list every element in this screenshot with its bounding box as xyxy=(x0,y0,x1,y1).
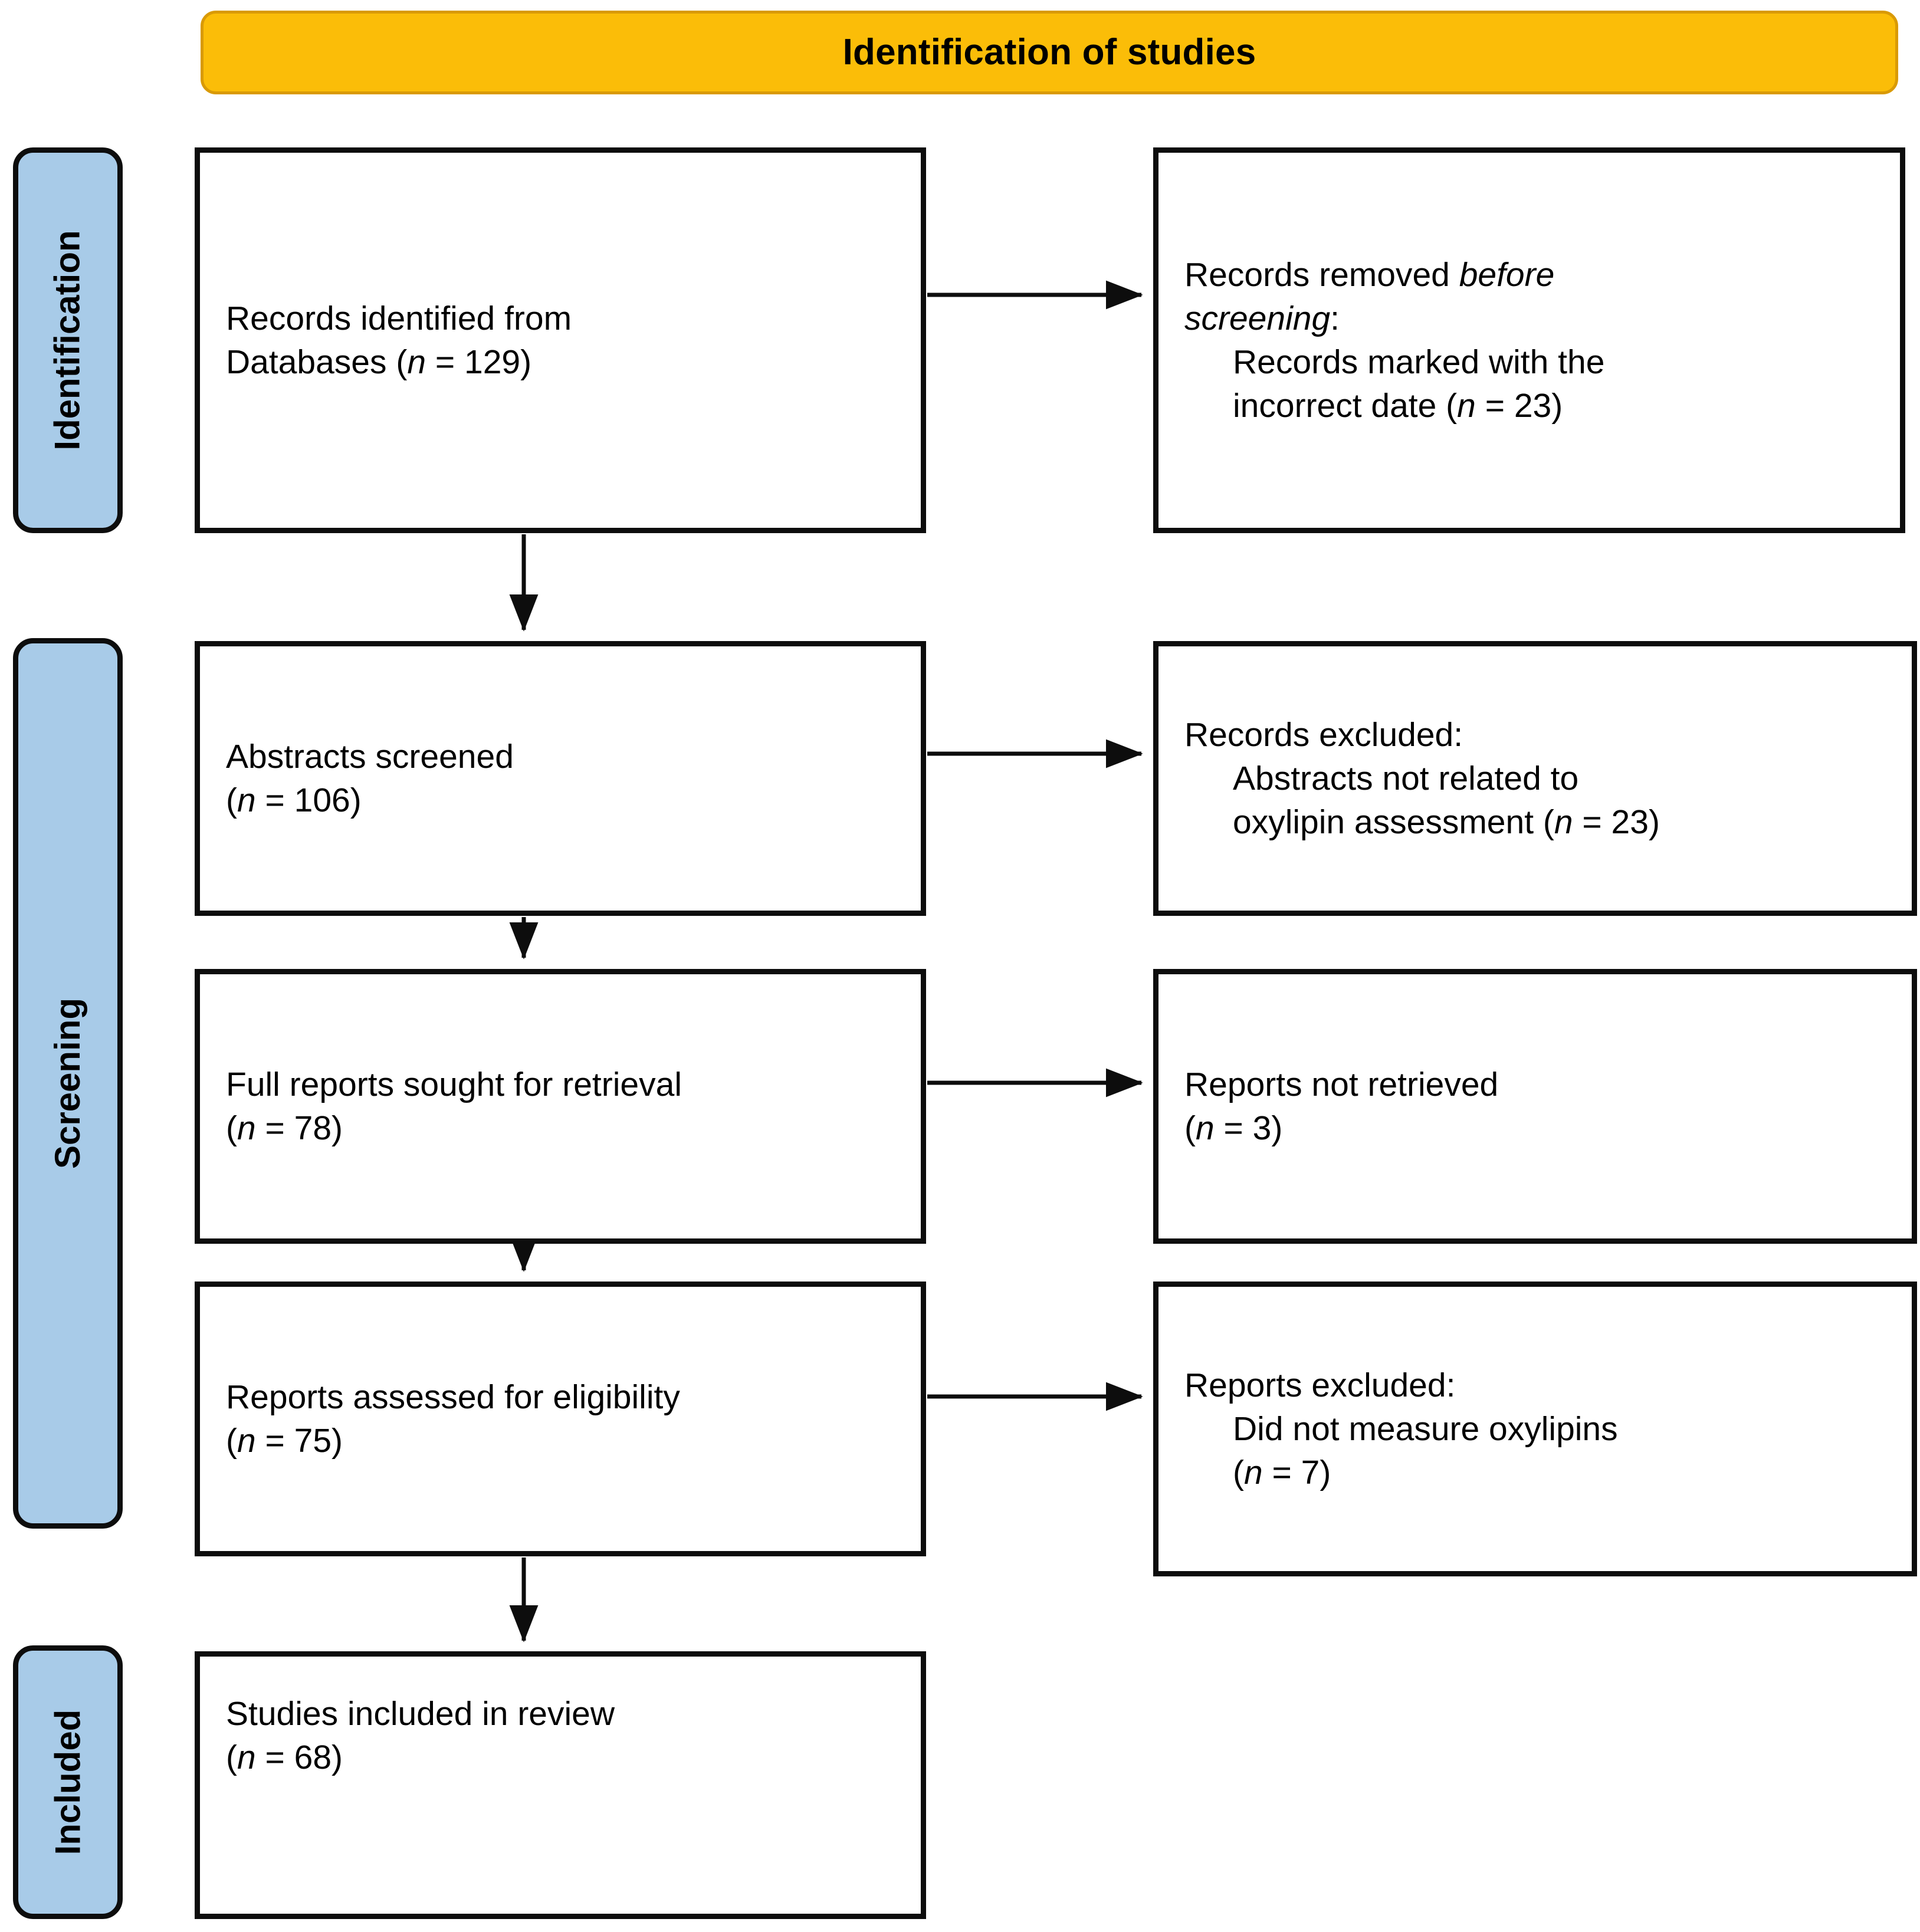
box-reports-excluded: Reports excluded: Did not measure oxylip… xyxy=(1153,1282,1917,1576)
box-records-removed: Records removed before screening: Record… xyxy=(1153,147,1905,533)
box-abstracts-screened-line1: Abstracts screened xyxy=(226,737,514,776)
box-abstracts-screened-line2: (n = 106) xyxy=(226,778,895,822)
box-records-removed-line1-italic: before xyxy=(1459,255,1555,294)
box-records-identified: Records identified from Databases (n = 1… xyxy=(195,147,926,533)
box-records-excluded: Records excluded: Abstracts not related … xyxy=(1153,641,1917,916)
box-reports-assessed-line2-italic-n: n xyxy=(237,1422,256,1460)
box-reports-assessed-line2-prefix: ( xyxy=(226,1422,237,1460)
box-reports-excluded-line3-italic-n: n xyxy=(1243,1454,1263,1492)
box-reports-assessed-line1: Reports assessed for eligibility xyxy=(226,1378,680,1416)
box-reports-not-retrieved-line2-italic-n: n xyxy=(1195,1109,1215,1147)
box-reports-excluded-line3: (n = 7) xyxy=(1184,1451,1886,1494)
stage-label-screening: Screening xyxy=(13,638,123,1529)
box-reports-excluded-line3-suffix: = 7) xyxy=(1262,1454,1331,1492)
box-abstracts-screened-line2-italic-n: n xyxy=(237,781,256,819)
box-records-removed-line2-italic: screening xyxy=(1184,299,1331,337)
box-records-removed-line4: incorrect date (n = 23) xyxy=(1184,384,1874,428)
stage-label-identification-text: Identification xyxy=(48,230,87,451)
stage-label-identification: Identification xyxy=(13,147,123,533)
box-records-excluded-line3-italic-n: n xyxy=(1554,803,1573,842)
box-studies-included-line2-suffix: = 68) xyxy=(255,1739,343,1777)
header-banner-title: Identification of studies xyxy=(842,32,1256,73)
box-records-excluded-line1: Records excluded: xyxy=(1184,715,1463,754)
box-records-identified-line2: Databases (n = 129) xyxy=(226,340,895,384)
box-abstracts-screened: Abstracts screened (n = 106) xyxy=(195,641,926,916)
box-full-reports-sought-line2-suffix: = 78) xyxy=(255,1109,343,1147)
box-reports-assessed: Reports assessed for eligibility (n = 75… xyxy=(195,1282,926,1556)
box-records-identified-line2-prefix: Databases ( xyxy=(226,343,408,381)
box-records-excluded-line3-prefix: oxylipin assessment ( xyxy=(1233,803,1554,842)
box-records-identified-line2-italic-n: n xyxy=(407,343,426,381)
box-full-reports-sought-line2-italic-n: n xyxy=(237,1109,256,1147)
box-studies-included-line2: (n = 68) xyxy=(226,1736,895,1779)
box-reports-assessed-line2: (n = 75) xyxy=(226,1419,895,1463)
header-banner: Identification of studies xyxy=(201,11,1898,94)
box-records-excluded-line3: oxylipin assessment (n = 23) xyxy=(1184,800,1886,844)
box-studies-included: Studies included in review (n = 68) xyxy=(195,1651,926,1919)
box-records-removed-line1: Records removed before xyxy=(1184,253,1874,297)
stage-label-included-text: Included xyxy=(48,1709,87,1855)
box-reports-not-retrieved: Reports not retrieved (n = 3) xyxy=(1153,969,1917,1244)
box-reports-excluded-line2: Did not measure oxylipins xyxy=(1233,1409,1618,1448)
box-studies-included-line2-prefix: ( xyxy=(226,1739,237,1777)
box-records-excluded-line3-suffix: = 23) xyxy=(1573,803,1660,842)
box-reports-assessed-line2-suffix: = 75) xyxy=(255,1422,343,1460)
box-records-excluded-line2: Abstracts not related to xyxy=(1233,759,1579,797)
box-records-removed-line4-prefix: incorrect date ( xyxy=(1233,387,1458,425)
box-reports-not-retrieved-line1: Reports not retrieved xyxy=(1184,1065,1499,1103)
box-records-identified-line1: Records identified from xyxy=(226,299,572,337)
box-reports-excluded-line1: Reports excluded: xyxy=(1184,1366,1456,1404)
stage-label-included: Included xyxy=(13,1645,123,1919)
box-full-reports-sought-line1: Full reports sought for retrieval xyxy=(226,1065,682,1103)
box-reports-not-retrieved-line2-prefix: ( xyxy=(1184,1109,1196,1147)
box-studies-included-line1: Studies included in review xyxy=(226,1695,615,1733)
box-reports-excluded-line3-prefix: ( xyxy=(1233,1454,1244,1492)
box-records-removed-line2-suffix: : xyxy=(1330,299,1340,337)
box-reports-not-retrieved-line2: (n = 3) xyxy=(1184,1106,1886,1150)
box-records-removed-line4-suffix: = 23) xyxy=(1475,387,1563,425)
box-full-reports-sought-line2-prefix: ( xyxy=(226,1109,237,1147)
box-reports-not-retrieved-line2-suffix: = 3) xyxy=(1214,1109,1283,1147)
box-records-removed-line3: Records marked with the xyxy=(1233,343,1605,381)
box-abstracts-screened-line2-prefix: ( xyxy=(226,781,237,819)
box-records-identified-line2-suffix: = 129) xyxy=(426,343,532,381)
box-full-reports-sought-line2: (n = 78) xyxy=(226,1106,895,1150)
box-full-reports-sought: Full reports sought for retrieval (n = 7… xyxy=(195,969,926,1244)
stage-label-screening-text: Screening xyxy=(48,997,88,1169)
box-records-removed-line4-italic-n: n xyxy=(1457,387,1476,425)
box-studies-included-line2-italic-n: n xyxy=(237,1739,256,1777)
box-records-removed-line2: screening: xyxy=(1184,297,1874,340)
box-abstracts-screened-line2-suffix: = 106) xyxy=(255,781,362,819)
box-records-removed-line1-prefix: Records removed xyxy=(1184,255,1459,294)
